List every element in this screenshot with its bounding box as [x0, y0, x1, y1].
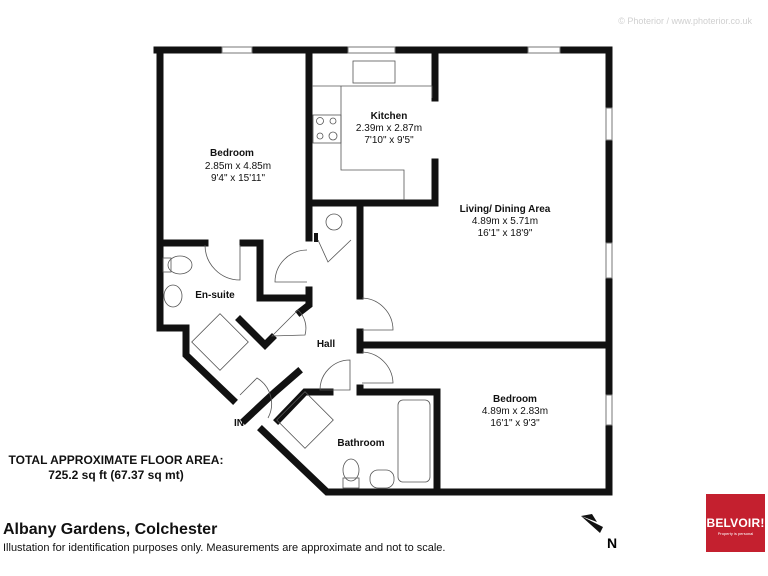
wall [305, 158, 439, 207]
hob-icon [312, 114, 342, 144]
door [274, 249, 308, 283]
hall-name: Hall [317, 339, 336, 350]
room-labels: Bedroom 2.85m x 4.85m 9'4" x 15'11" Kitc… [195, 111, 551, 449]
shower-icon [276, 391, 334, 449]
basin-icon [369, 469, 395, 489]
ensuite-name: En-suite [195, 290, 235, 301]
floor-area: TOTAL APPROXIMATE FLOOR AREA: 725.2 sq f… [0, 453, 232, 483]
door [319, 359, 351, 391]
door [204, 244, 241, 281]
kitchen-name: Kitchen [371, 111, 408, 122]
bedroom2-metric: 4.89m x 2.83m [482, 406, 548, 417]
compass: N [581, 514, 617, 551]
living-metric: 4.89m x 5.71m [472, 216, 538, 227]
window [221, 46, 253, 54]
north-arrow-icon [581, 514, 603, 533]
disclaimer: Illustation for identification purposes … [3, 542, 446, 554]
bedroom2-name: Bedroom [493, 394, 537, 405]
window [347, 46, 396, 54]
bath-icon [397, 399, 431, 483]
kitchen-metric: 2.39m x 2.87m [356, 123, 422, 134]
wall [356, 384, 441, 494]
toilet-icon [342, 458, 360, 482]
wall [235, 315, 277, 350]
belvoir-logo: BELVOIR! Property is personal [706, 494, 765, 552]
toilet-icon [167, 255, 193, 275]
sink-icon [352, 60, 396, 84]
window [605, 394, 613, 426]
living-imperial: 16'1" x 18'9" [478, 228, 533, 239]
outer-wall [257, 421, 613, 496]
wall [273, 388, 334, 425]
door [271, 309, 307, 337]
walls [153, 46, 613, 496]
windows [221, 46, 613, 426]
door [361, 297, 394, 331]
bedroom1-metric: 2.85m x 4.85m [205, 161, 271, 172]
copyright-credit: © Photerior / www.photerior.co.uk [618, 16, 752, 26]
floor-area-value: 725.2 sq ft (67.37 sq mt) [48, 468, 184, 482]
kitchen-imperial: 7'10" x 9'5" [364, 135, 414, 146]
boiler-icon [325, 213, 343, 231]
wall [239, 239, 313, 302]
logo-brand: BELVOIR! [706, 516, 765, 530]
outer-wall [556, 46, 613, 112]
shower-icon [191, 313, 249, 371]
fixtures [162, 60, 433, 489]
living-name: Living/ Dining Area [460, 204, 551, 215]
wall [240, 367, 303, 425]
basin-icon [163, 284, 183, 308]
north-label: N [607, 535, 617, 551]
door [317, 239, 352, 263]
bedroom1-imperial: 9'4" x 15'11" [211, 173, 266, 184]
bathroom-name: Bathroom [337, 438, 384, 449]
entrance-label: IN [234, 418, 244, 429]
entrance-door [239, 377, 272, 419]
bedroom2-imperial: 16'1" x 9'3" [490, 418, 540, 429]
logo-tagline: Property is personal [717, 531, 754, 536]
window [605, 107, 613, 141]
outer-wall [156, 46, 238, 405]
bedroom1-name: Bedroom [210, 148, 254, 159]
property-title: Albany Gardens, Colchester [3, 521, 218, 538]
wall [295, 296, 313, 317]
window [605, 242, 613, 279]
window [527, 46, 561, 54]
door [361, 351, 394, 384]
floor-area-heading: TOTAL APPROXIMATE FLOOR AREA: [8, 453, 224, 467]
